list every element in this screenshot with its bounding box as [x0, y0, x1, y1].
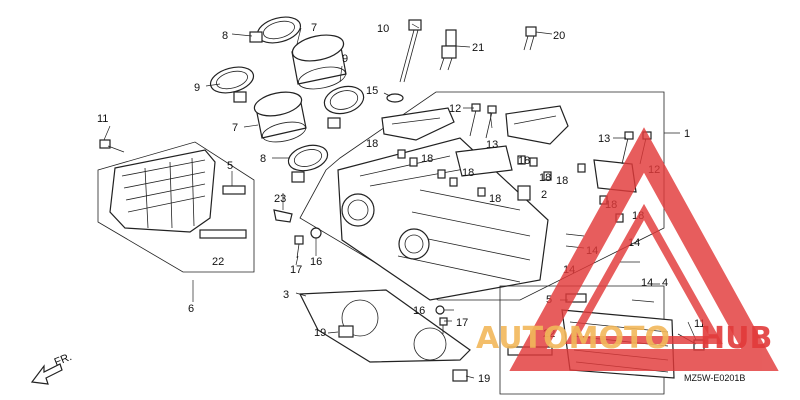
bolt-11-left [99, 139, 125, 153]
callout-12-left: 12 [449, 103, 461, 115]
studs-14 [565, 233, 655, 303]
dowel-19-upper [338, 325, 354, 338]
washer-16-lower [435, 305, 445, 315]
bolt-20 [523, 26, 537, 51]
gasket-5-left [222, 185, 246, 195]
diagram-code: MZ5W-E0201B [684, 373, 745, 383]
watermark-text-left: AUTOMOTO [476, 321, 670, 356]
spark-plug-21 [439, 29, 457, 71]
stud-bolt-10 [399, 19, 422, 83]
callout-9-left: 9 [194, 82, 200, 94]
callout-13-left: 13 [486, 139, 498, 151]
insulator-top [291, 34, 347, 90]
insulator-band-right [323, 85, 365, 129]
insulator-band-top [249, 16, 302, 44]
callout-15: 15 [366, 85, 378, 97]
bolt-17 [294, 235, 304, 259]
insulator-band-lower [287, 144, 329, 183]
callout-19-upper: 19 [314, 327, 326, 339]
bolt-17-lower [439, 317, 448, 334]
clamp-23 [273, 209, 293, 223]
callout-5-left: 5 [227, 160, 233, 172]
callout-11-left: 11 [97, 113, 108, 125]
watermark-text-right: HUB [700, 321, 772, 356]
insulator-band-left [209, 66, 255, 103]
watermark-triangle [509, 127, 779, 371]
callout-6: 6 [188, 303, 194, 315]
callout-18-d: 18 [489, 193, 501, 205]
callout-18-g: 18 [556, 175, 568, 187]
callout-14-d: 14 [641, 277, 653, 289]
callout-7-middle: 7 [232, 122, 238, 134]
callout-23: 23 [274, 193, 286, 205]
callout-13-right: 13 [598, 133, 610, 145]
callout-18-b: 18 [421, 153, 433, 165]
washer-15 [386, 93, 404, 103]
insulator-middle [253, 91, 307, 143]
head-cover-left [97, 141, 255, 273]
rocker-assembly-left [381, 107, 455, 141]
callout-16-upper: 16 [310, 256, 322, 268]
watermark-logo [509, 127, 779, 371]
rocker-assembly-mid [455, 145, 513, 177]
callout-4: 4 [662, 277, 668, 289]
callout-18-a: 18 [366, 138, 378, 150]
gasket-22-left [199, 229, 247, 239]
callout-8-top: 8 [222, 30, 228, 42]
callout-18-f: 18 [539, 172, 551, 184]
callout-17-lower: 17 [456, 317, 468, 329]
callout-9-right: 9 [342, 53, 348, 65]
front-label: FR. [53, 351, 74, 369]
callout-1: 1 [684, 128, 690, 140]
head-gasket-3 [299, 289, 471, 363]
callout-16-lower: 16 [413, 305, 425, 317]
front-direction-arrow: FR. [30, 351, 74, 385]
collar-2 [517, 185, 531, 201]
rocker-assembly-right [505, 105, 569, 145]
callout-2: 2 [541, 189, 547, 201]
cylinder-head [299, 91, 665, 301]
callout-10: 10 [377, 23, 389, 35]
callout-19-lower: 19 [478, 373, 490, 385]
callout-21: 21 [472, 42, 484, 54]
callout-22-left: 22 [212, 256, 224, 268]
callout-11-right: 11 [694, 318, 705, 330]
watermark-text: AUTOMOTO HUB [476, 321, 772, 356]
callout-3: 3 [283, 289, 289, 301]
washer-16 [310, 227, 322, 239]
callout-18-c: 18 [462, 167, 474, 179]
callout-17-upper: 17 [290, 264, 302, 276]
callout-20: 20 [553, 30, 565, 42]
callout-8-lower: 8 [260, 153, 266, 165]
dowel-19-lower [452, 369, 468, 382]
callout-7-top: 7 [311, 22, 317, 34]
callout-18-e: 18 [518, 155, 530, 167]
